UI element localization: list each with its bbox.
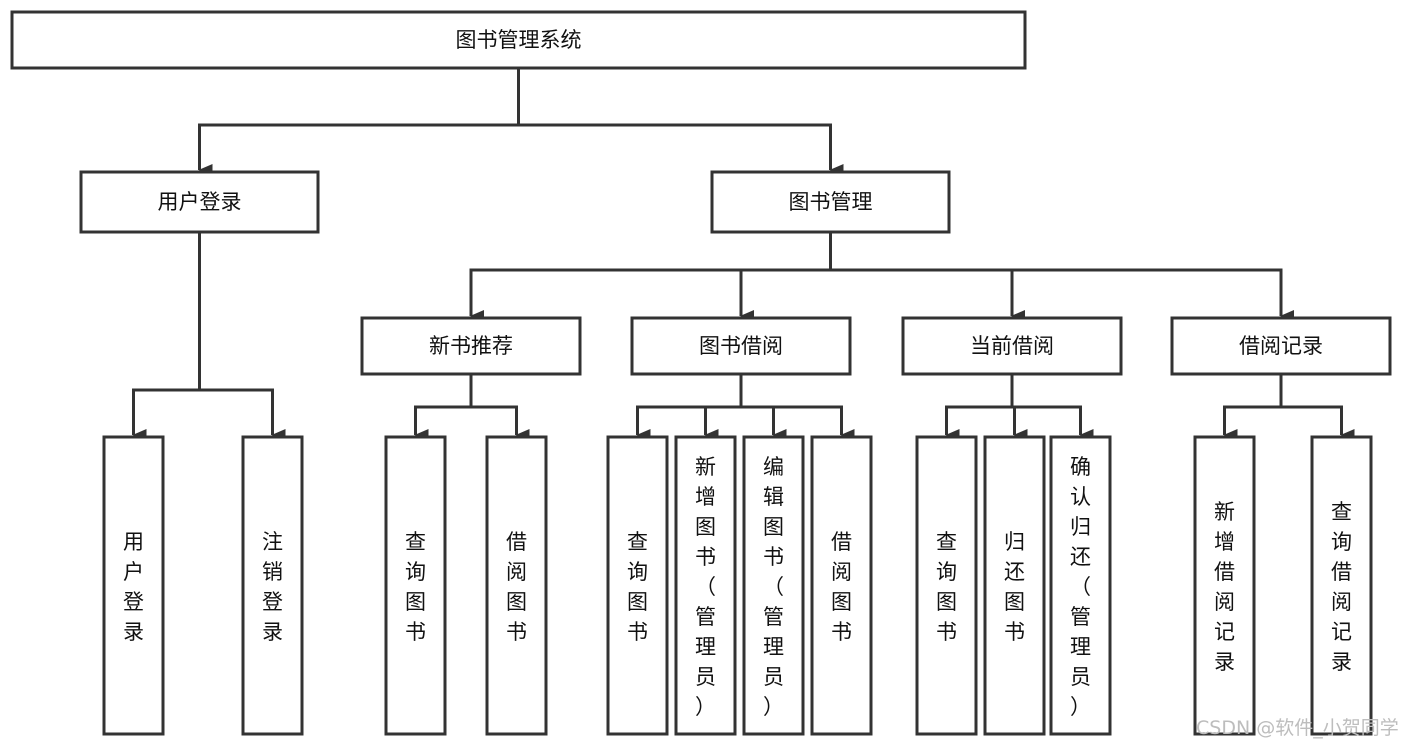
node-box-leaf-return-book: [983, 435, 1046, 736]
node-box-leaf-query-record: [1310, 435, 1373, 736]
node-label-leaf-query-record: 查询借阅记录: [1331, 500, 1352, 674]
connector-line: [198, 123, 519, 176]
connector-line: [830, 268, 1294, 322]
node-user-login[interactable]: 用户登录: [79, 170, 320, 234]
connector-line: [518, 123, 844, 176]
node-leaf-return-book[interactable]: 归还图书: [983, 435, 1046, 736]
node-box-leaf-query-book-2: [606, 435, 669, 736]
connector-line: [739, 268, 831, 322]
node-box-borrow-record: [1170, 316, 1392, 376]
node-book-borrow[interactable]: 图书借阅: [630, 316, 852, 376]
connector-layer: [132, 68, 1355, 441]
connector-line: [414, 405, 471, 441]
node-label-leaf-borrow-book-1: 借阅图书: [506, 530, 527, 644]
node-box-user-login: [79, 170, 320, 234]
connector-line: [469, 268, 831, 322]
node-leaf-add-record[interactable]: 新增借阅记录: [1193, 435, 1256, 736]
node-box-book-manage: [710, 170, 951, 234]
node-box-book-borrow: [630, 316, 852, 376]
node-leaf-logout[interactable]: 注销登录: [241, 435, 304, 736]
node-box-current-borrow: [901, 316, 1123, 376]
node-box-leaf-query-book-1: [384, 435, 447, 736]
node-label-leaf-borrow-book-2: 借阅图书: [831, 530, 852, 644]
node-label-leaf-user-login: 用户登录: [123, 530, 144, 644]
connector-line: [704, 405, 741, 441]
node-leaf-borrow-book-2[interactable]: 借阅图书: [810, 435, 873, 736]
node-leaf-user-login[interactable]: 用户登录: [102, 435, 165, 736]
connector-line: [1281, 405, 1355, 441]
node-box-leaf-borrow-book-2: [810, 435, 873, 736]
node-box-leaf-query-book-3: [915, 435, 978, 736]
node-label-borrow-record: 借阅记录: [1239, 334, 1323, 358]
connector-line: [741, 405, 855, 441]
node-box-leaf-confirm-return: [1049, 435, 1112, 736]
node-label-leaf-return-book: 归还图书: [1004, 530, 1025, 644]
node-leaf-add-book[interactable]: 新增图书（管理员）: [674, 435, 737, 736]
node-label-root: 图书管理系统: [456, 28, 582, 52]
node-box-leaf-add-book: [674, 435, 737, 736]
connector-line: [199, 388, 286, 441]
connector-line: [132, 388, 200, 441]
node-root[interactable]: 图书管理系统: [10, 10, 1027, 70]
connector-line: [830, 268, 1025, 322]
node-leaf-borrow-book-1[interactable]: 借阅图书: [485, 435, 548, 736]
node-book-manage[interactable]: 图书管理: [710, 170, 951, 234]
node-label-book-manage: 图书管理: [789, 190, 873, 214]
connector-line: [471, 405, 530, 441]
node-label-leaf-add-record: 新增借阅记录: [1214, 500, 1235, 674]
connector-line: [1223, 405, 1281, 441]
node-label-leaf-query-book-1: 查询图书: [405, 530, 426, 644]
node-box-root: [10, 10, 1027, 70]
node-new-book-recommend[interactable]: 新书推荐: [360, 316, 582, 376]
node-label-leaf-confirm-return: 确认归还（管理员）: [1070, 455, 1091, 719]
watermark-text: CSDN @软件_小贺同学: [1196, 717, 1399, 739]
connector-line: [636, 405, 741, 441]
node-label-current-borrow: 当前借阅: [970, 334, 1054, 358]
node-label-user-login: 用户登录: [158, 190, 242, 214]
node-leaf-edit-book[interactable]: 编辑图书（管理员）: [742, 435, 805, 736]
connector-line: [1012, 405, 1094, 441]
connector-line: [1012, 405, 1028, 441]
node-label-leaf-query-book-3: 查询图书: [936, 530, 957, 644]
node-box-leaf-edit-book: [742, 435, 805, 736]
node-current-borrow[interactable]: 当前借阅: [901, 316, 1123, 376]
node-label-leaf-logout: 注销登录: [262, 530, 283, 644]
node-box-leaf-logout: [241, 435, 304, 736]
node-box-leaf-user-login: [102, 435, 165, 736]
node-layer: 图书管理系统用户登录图书管理新书推荐图书借阅当前借阅借阅记录用户登录注销登录查询…: [10, 10, 1392, 736]
node-box-leaf-add-record: [1193, 435, 1256, 736]
connector-line: [741, 405, 787, 441]
connector-line: [945, 405, 1012, 441]
node-label-book-borrow: 图书借阅: [699, 334, 783, 358]
node-label-leaf-edit-book: 编辑图书（管理员）: [763, 455, 784, 719]
node-leaf-query-book-1[interactable]: 查询图书: [384, 435, 447, 736]
node-borrow-record[interactable]: 借阅记录: [1170, 316, 1392, 376]
node-label-leaf-query-book-2: 查询图书: [627, 530, 648, 644]
node-box-new-book-recommend: [360, 316, 582, 376]
node-box-leaf-borrow-book-1: [485, 435, 548, 736]
node-leaf-query-record[interactable]: 查询借阅记录: [1310, 435, 1373, 736]
node-label-leaf-add-book: 新增图书（管理员）: [695, 455, 716, 719]
node-leaf-query-book-3[interactable]: 查询图书: [915, 435, 978, 736]
node-label-new-book-recommend: 新书推荐: [429, 334, 513, 358]
node-leaf-confirm-return[interactable]: 确认归还（管理员）: [1049, 435, 1112, 736]
node-leaf-query-book-2[interactable]: 查询图书: [606, 435, 669, 736]
